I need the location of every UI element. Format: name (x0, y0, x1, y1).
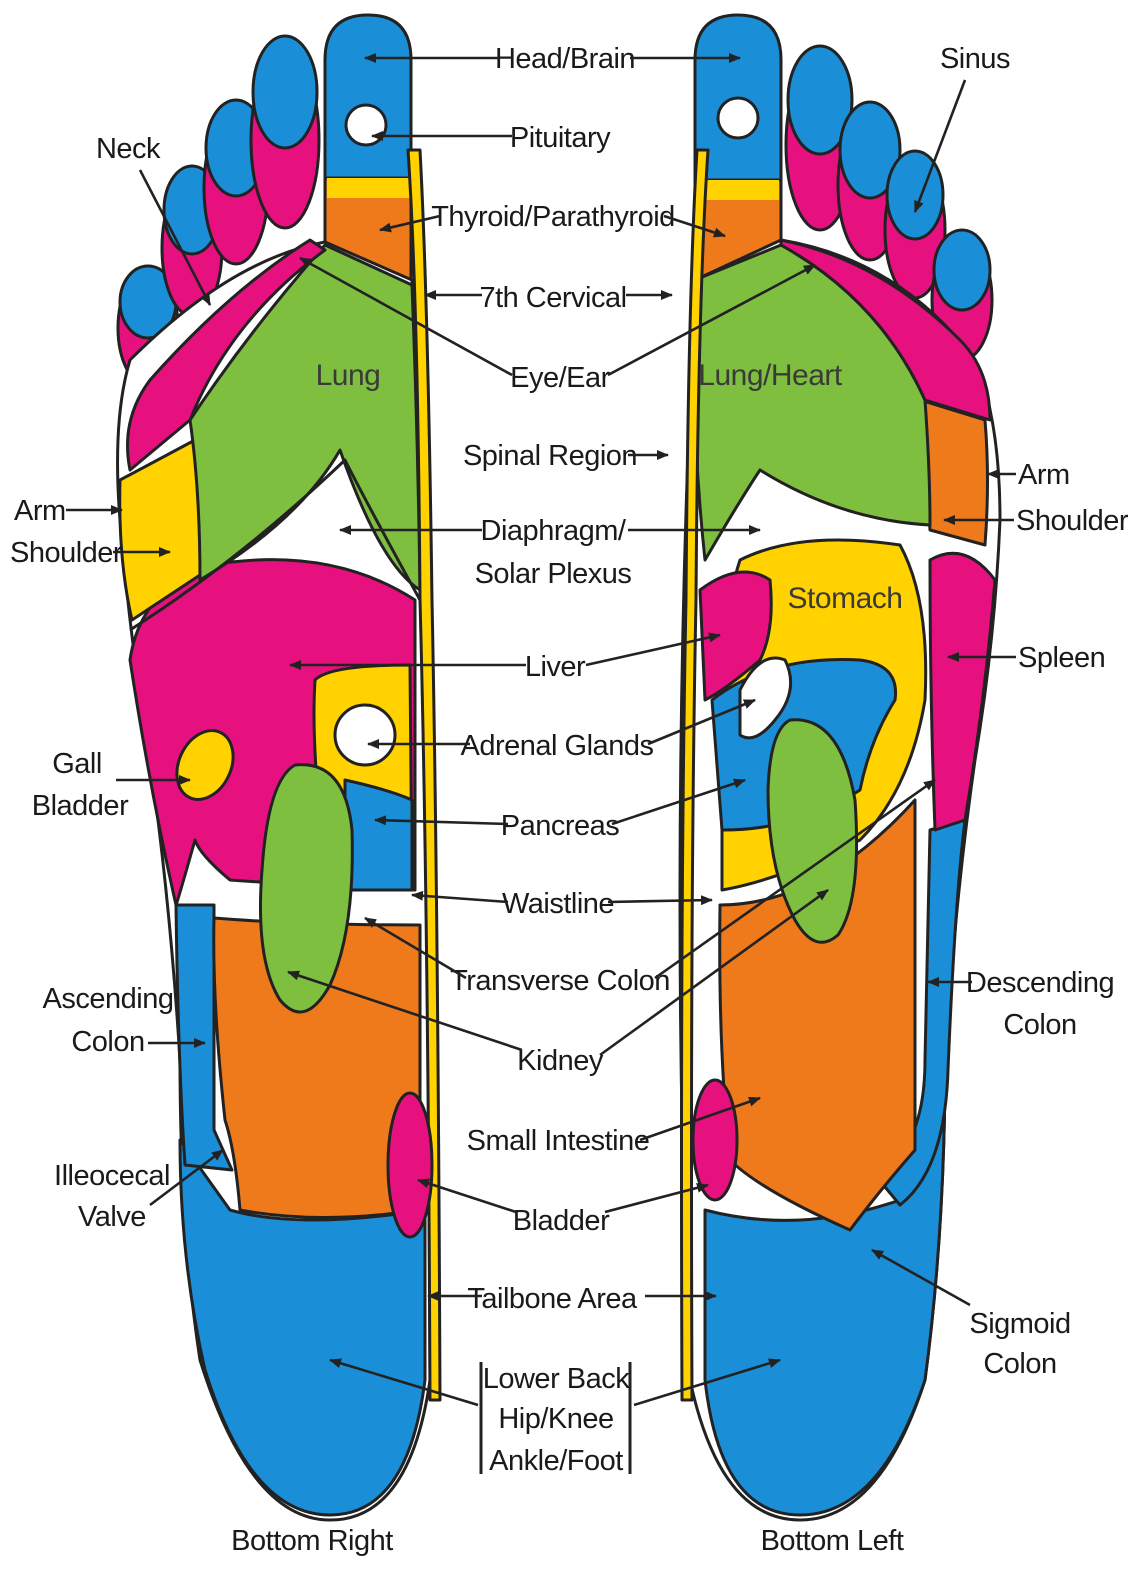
label-liver: Liver (525, 651, 586, 683)
label-ileocecal-2: Valve (78, 1201, 146, 1233)
label-small-intestine: Small Intestine (467, 1125, 650, 1157)
label-arm-left: Arm (1018, 459, 1070, 491)
zone-label-lung-heart: Lung/Heart (698, 359, 843, 392)
label-gall-2: Bladder (32, 790, 129, 822)
label-pituitary: Pituitary (510, 122, 611, 154)
label-lower-back-1: Lower Back (483, 1363, 631, 1395)
right-bladder-zone (388, 1093, 432, 1237)
label-sigmoid-1: Sigmoid (969, 1308, 1070, 1340)
left-bladder-zone (693, 1080, 737, 1200)
label-ascending-2: Colon (71, 1026, 144, 1058)
label-bladder: Bladder (513, 1205, 610, 1237)
label-spleen: Spleen (1018, 642, 1105, 674)
label-pancreas: Pancreas (501, 810, 620, 842)
label-thyroid: Thyroid/Parathyroid (431, 201, 675, 233)
zone-label-stomach: Stomach (788, 582, 903, 615)
label-sigmoid-2: Colon (983, 1348, 1056, 1380)
label-shoulder-right: Shoulder (10, 537, 123, 569)
label-ascending-1: Ascending (43, 983, 174, 1015)
label-eye-ear: Eye/Ear (510, 362, 610, 394)
label-neck: Neck (96, 133, 161, 165)
label-diaphragm-2: Solar Plexus (475, 558, 632, 590)
label-gall-1: Gall (52, 748, 102, 780)
zone-label-lung: Lung (316, 359, 381, 392)
label-waistline: Waistline (502, 888, 614, 920)
label-head-brain: Head/Brain (495, 43, 635, 75)
label-kidney: Kidney (517, 1045, 604, 1077)
right-foot (118, 15, 440, 1520)
label-transverse-colon: Transverse Colon (450, 965, 670, 997)
label-descending-2: Colon (1003, 1009, 1076, 1041)
right-pituitary-spot (346, 105, 386, 145)
label-7th-cervical: 7th Cervical (479, 282, 626, 314)
label-arm-right: Arm (14, 495, 66, 527)
label-ileocecal-1: Illeocecal (54, 1160, 170, 1192)
label-lower-back-3: Ankle/Foot (489, 1445, 623, 1477)
label-diaphragm-1: Diaphragm/ (481, 515, 627, 547)
label-sinus: Sinus (940, 43, 1010, 75)
caption-bottom-right: Bottom Right (231, 1525, 393, 1557)
label-shoulder-left: Shoulder (1016, 505, 1128, 537)
caption-bottom-left: Bottom Left (761, 1525, 904, 1557)
right-adrenal-spot (335, 705, 395, 765)
label-lower-back-2: Hip/Knee (498, 1403, 613, 1435)
label-descending-1: Descending (966, 967, 1114, 999)
label-tailbone-area: Tailbone Area (467, 1283, 638, 1315)
label-spinal-region: Spinal Region (463, 440, 637, 472)
left-pituitary-spot (718, 98, 758, 138)
label-adrenal-glands: Adrenal Glands (461, 730, 654, 762)
